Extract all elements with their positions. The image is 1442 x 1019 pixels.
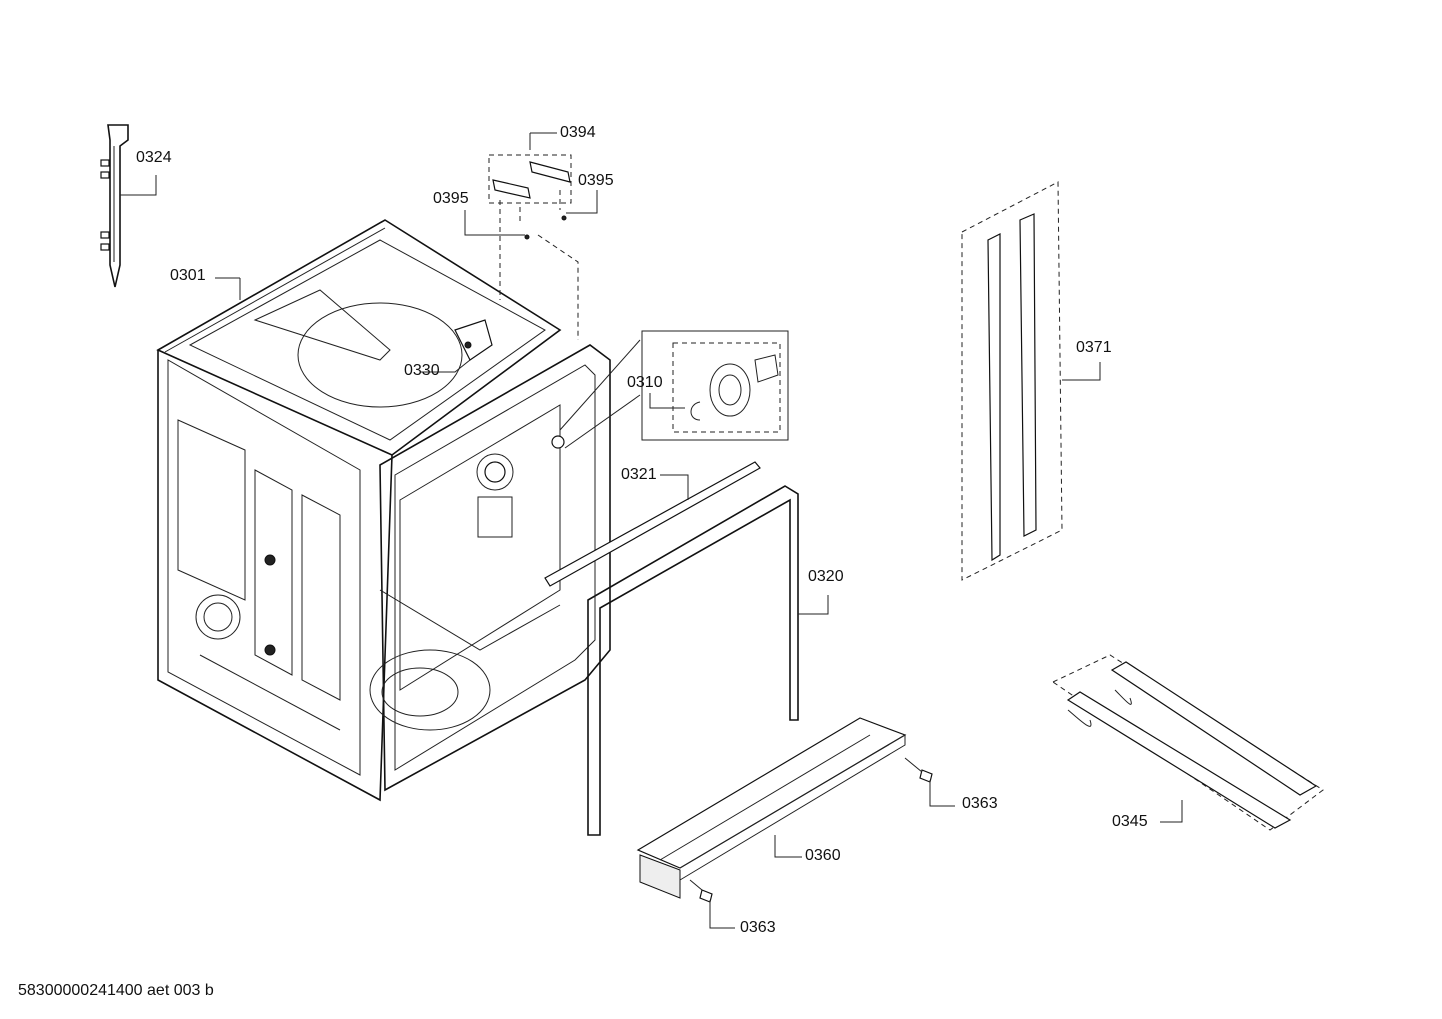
part-0345-bars <box>1051 654 1324 831</box>
leader-0330 <box>420 359 471 373</box>
part-0363-screw-right <box>904 757 955 807</box>
label-0363-right: 0363 <box>962 795 998 812</box>
label-0321: 0321 <box>621 466 657 483</box>
part-0324-rail <box>100 124 157 288</box>
part-0360-channel <box>636 717 907 899</box>
drawing-number: 58300000241400 aet 003 b <box>18 982 214 999</box>
label-0324: 0324 <box>136 149 172 166</box>
part-0363-screw-left <box>689 879 735 929</box>
label-0345: 0345 <box>1112 813 1148 830</box>
label-0363-left: 0363 <box>740 919 776 936</box>
part-0321-strip <box>544 461 761 587</box>
label-0330: 0330 <box>404 362 440 379</box>
part-0371-rails <box>961 181 1101 581</box>
label-0371: 0371 <box>1076 339 1112 356</box>
label-0395-right: 0395 <box>578 172 614 189</box>
label-0310: 0310 <box>627 374 663 391</box>
label-0301: 0301 <box>170 267 206 284</box>
label-0360: 0360 <box>805 847 841 864</box>
part-0394-brackets <box>464 132 598 340</box>
label-0394: 0394 <box>560 124 596 141</box>
part-0320-gasket <box>587 485 829 836</box>
label-0395-left: 0395 <box>433 190 469 207</box>
part-0310-detail <box>551 330 789 449</box>
label-0320: 0320 <box>808 568 844 585</box>
part-0301-tub <box>156 219 611 802</box>
